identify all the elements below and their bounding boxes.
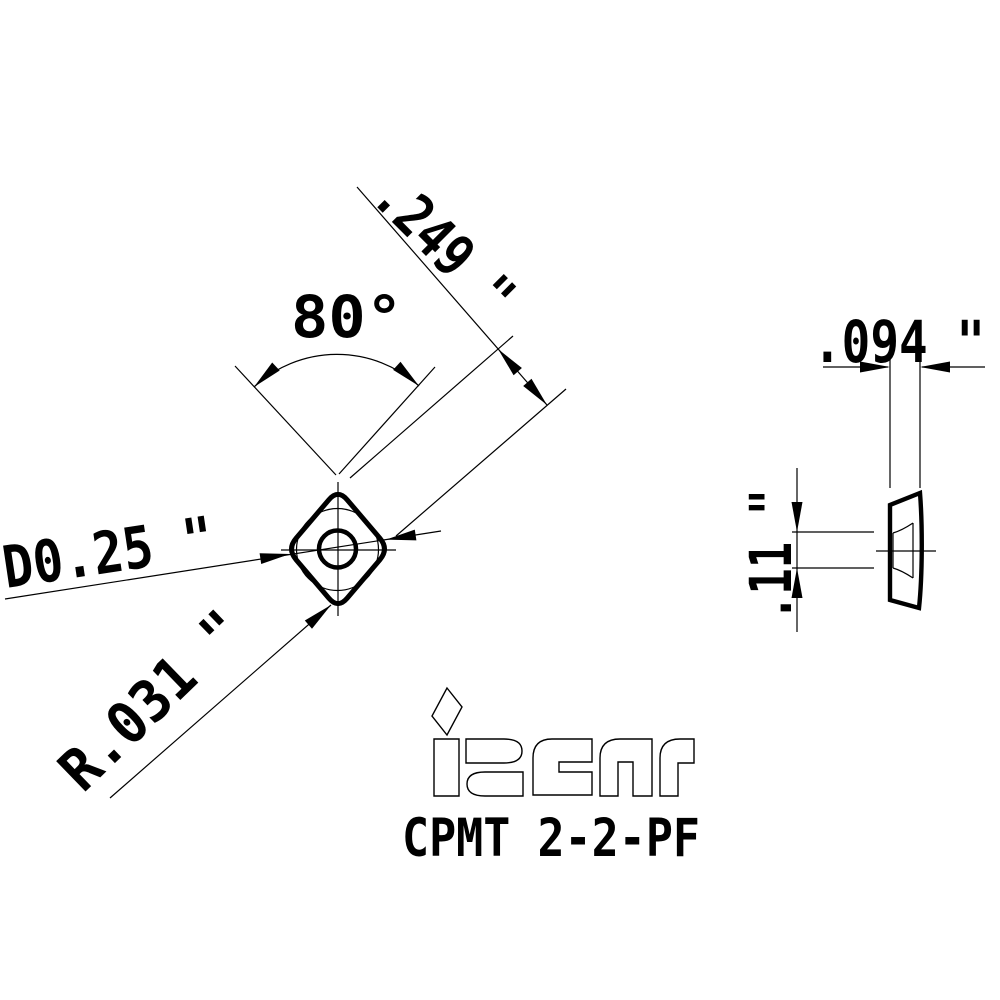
- land-height-label: .11 ": [737, 489, 805, 621]
- side-chipbreaker-bottom-curve: [892, 567, 914, 579]
- radius-leader-line: [109, 604, 332, 799]
- diameter-dimension-line: [4, 530, 442, 600]
- angle-leg-left: [234, 365, 337, 476]
- side-view: [876, 489, 936, 611]
- insert-outline: [289, 491, 387, 607]
- arrowhead-radius-icon: [304, 605, 331, 629]
- inscribed-diameter-label: D0.25 ": [0, 503, 218, 602]
- arrowhead-land-top-icon: [791, 502, 803, 532]
- arrowhead-edge-upper-icon: [498, 349, 522, 376]
- arrowhead-thickness-right-icon: [920, 361, 950, 373]
- logo-letter-c: [532, 738, 593, 796]
- part-designation: CPMT 2-2-PF: [402, 808, 700, 869]
- counterbore-circle: [295, 507, 380, 592]
- side-chipbreaker-top-curve: [892, 522, 914, 534]
- thickness-label: .094 ": [813, 308, 985, 376]
- top-view: [281, 482, 396, 616]
- logo-letter-a: [599, 738, 653, 797]
- logo-letter-s-bottom: [466, 771, 524, 797]
- iscar-logo: [431, 686, 695, 797]
- side-outline: [887, 489, 924, 611]
- dim-inscribed-diameter: D0.25 ": [0, 503, 442, 602]
- arrowhead-arc-left-icon: [254, 362, 280, 387]
- edge-extension-line-1: [349, 335, 514, 479]
- logo-letter-r: [659, 738, 695, 797]
- edge-extension-line-2: [395, 388, 567, 537]
- arrowhead-thickness-left-icon: [860, 361, 890, 373]
- arrowhead-left-icon: [259, 553, 290, 564]
- logo-i-dot-parallelogram-icon: [431, 686, 463, 737]
- dim-land-height: .11 ": [737, 468, 874, 632]
- logo-letter-i: [433, 738, 460, 797]
- corner-angle-label: 80°: [291, 283, 403, 351]
- arrowhead-right-icon: [386, 529, 417, 541]
- dim-corner-angle: 80°: [234, 283, 436, 476]
- dim-corner-radius: R.031 ": [45, 597, 332, 804]
- arrowhead-land-bottom-icon: [791, 568, 803, 598]
- dim-thickness: .094 ": [813, 308, 985, 488]
- corner-radius-label: R.031 ": [45, 597, 256, 804]
- logo-letter-s-top: [465, 738, 523, 764]
- angle-leg-right: [338, 366, 436, 475]
- center-hole: [316, 528, 359, 570]
- arrowhead-arc-right-icon: [393, 361, 419, 386]
- arrowhead-edge-lower-icon: [523, 378, 547, 405]
